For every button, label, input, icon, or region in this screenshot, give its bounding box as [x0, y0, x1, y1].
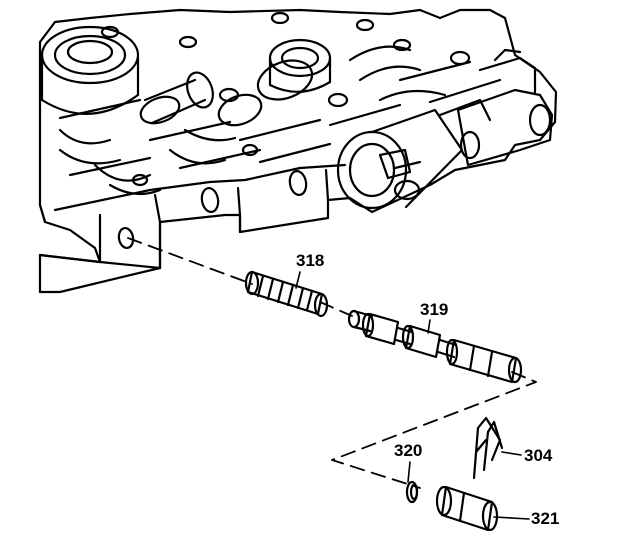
part-304-retainer-clip [472, 416, 504, 480]
leader-319 [427, 319, 431, 334]
part-320-o-ring [405, 480, 419, 504]
leader-304 [501, 451, 522, 456]
callout-321: 321 [531, 509, 560, 528]
valve-body-casting [38, 8, 558, 294]
assembly-path-line [127, 237, 537, 489]
part-318-sleeve [244, 270, 329, 318]
leader-320 [407, 461, 411, 483]
leader-lines [295, 271, 530, 520]
callout-304: 304 [524, 446, 553, 465]
callout-319: 319 [420, 300, 449, 319]
leader-318 [295, 271, 301, 289]
leader-321 [493, 516, 530, 520]
part-319-valve-spool [347, 309, 523, 384]
part-321-plug [435, 485, 499, 532]
callout-318: 318 [296, 251, 325, 270]
callout-320: 320 [394, 441, 423, 460]
